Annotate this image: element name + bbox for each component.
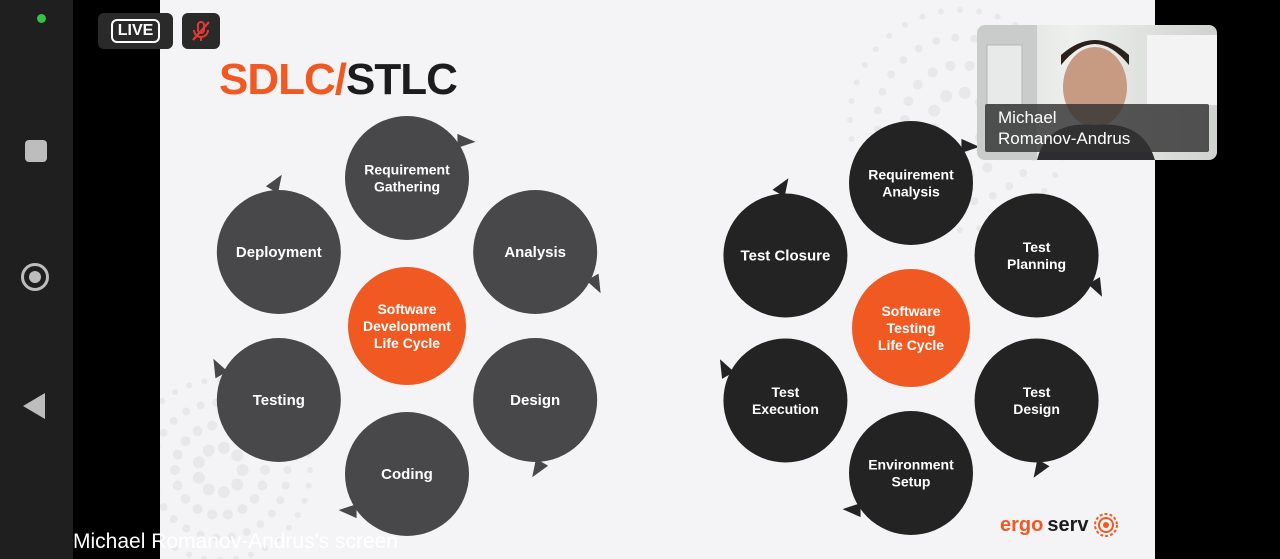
cycle-node-label: Test <box>1023 239 1051 255</box>
cycle-node-label: Coding <box>381 466 433 483</box>
mic-muted-icon <box>192 21 210 41</box>
cycle-node <box>473 338 598 462</box>
cycle-center-label: Software <box>881 303 940 319</box>
cycle-node <box>473 190 598 314</box>
cycle-node <box>345 412 469 536</box>
title-sdlc: SDLC/ <box>219 55 347 104</box>
participant-video-tile[interactable]: Michael Romanov-Andrus <box>977 25 1217 160</box>
mute-button[interactable] <box>182 13 220 49</box>
cycle-arrow <box>1033 459 1050 478</box>
cycle-node <box>974 193 1099 318</box>
cycle-arrow <box>772 178 789 197</box>
cycle-diagrams: RequirementGatheringAnalysisDesignCoding… <box>160 7 1103 559</box>
cycle-node-label: Design <box>1013 401 1060 417</box>
cycle-center-label: Life Cycle <box>374 335 440 351</box>
android-nav-bar <box>0 0 73 559</box>
cycle-node-label: Execution <box>752 401 819 417</box>
cycle-node-label: Test Closure <box>741 248 831 265</box>
screen-share-caption: Michael Romanov-Andrus's screen <box>73 530 398 553</box>
status-dot-icon <box>37 14 46 23</box>
cycle-center-label: Testing <box>887 320 936 336</box>
cycle-arrow <box>961 138 980 153</box>
live-badge: LIVE <box>110 19 161 43</box>
cycle-node <box>345 116 469 240</box>
brand-target-icon <box>1093 513 1118 537</box>
cycle-arrow <box>213 358 228 379</box>
cycle-node-label: Deployment <box>236 244 322 261</box>
cycle-node-label: Setup <box>892 474 931 490</box>
cycle-center-label: Software <box>377 301 436 317</box>
cycle-arrow <box>338 504 357 519</box>
cycle-arrow <box>532 458 549 478</box>
cycle-node-label: Requirement <box>868 167 954 183</box>
cycle-node <box>216 338 341 462</box>
stlc-diagram: RequirementAnalysisTestPlanningTestDesig… <box>719 121 1103 535</box>
cycle-arrow <box>842 503 861 518</box>
cycle-node <box>974 338 1099 463</box>
cycle-node <box>849 411 973 535</box>
slide-title: SDLC/STLC <box>219 55 458 105</box>
participant-last-name: Romanov-Andrus <box>998 129 1131 148</box>
cycle-center-label: Life Cycle <box>878 337 944 353</box>
cycle-node-label: Design <box>510 392 560 409</box>
cycle-node-label: Test <box>1023 384 1051 400</box>
cycle-arrow <box>586 273 601 294</box>
cycle-node <box>723 338 848 463</box>
cycle-node-label: Planning <box>1007 256 1066 272</box>
cycle-arrow <box>265 174 282 194</box>
cycle-node-label: Test <box>772 384 800 400</box>
cycle-node-label: Gathering <box>374 179 440 195</box>
cycle-arrow <box>1087 277 1103 297</box>
cycle-node-label: Analysis <box>882 184 940 200</box>
cycle-center <box>348 267 466 385</box>
cycle-center-label: Development <box>363 318 451 334</box>
cycle-arrow <box>457 133 476 148</box>
cycle-node-label: Testing <box>253 392 305 409</box>
cycle-node-label: Requirement <box>364 162 450 178</box>
brand-serv: serv <box>1047 513 1089 536</box>
cycle-node-label: Environment <box>868 457 954 473</box>
participant-first-name: Michael <box>998 108 1057 127</box>
live-indicator[interactable]: LIVE <box>98 13 173 49</box>
cycle-node-label: Analysis <box>504 244 566 261</box>
cycle-node <box>216 190 341 314</box>
cycle-arrow <box>719 359 735 379</box>
recents-button[interactable] <box>25 140 47 162</box>
title-stlc: STLC <box>346 55 458 104</box>
cycle-center <box>852 269 970 387</box>
brand-ergo: ergo <box>1000 513 1044 536</box>
home-button[interactable] <box>21 263 49 291</box>
participant-name-label: Michael Romanov-Andrus <box>985 104 1209 152</box>
back-button[interactable] <box>23 393 45 419</box>
cycle-node <box>723 193 848 318</box>
cycle-node <box>849 121 973 245</box>
sdlc-diagram: RequirementGatheringAnalysisDesignCoding… <box>213 116 601 536</box>
